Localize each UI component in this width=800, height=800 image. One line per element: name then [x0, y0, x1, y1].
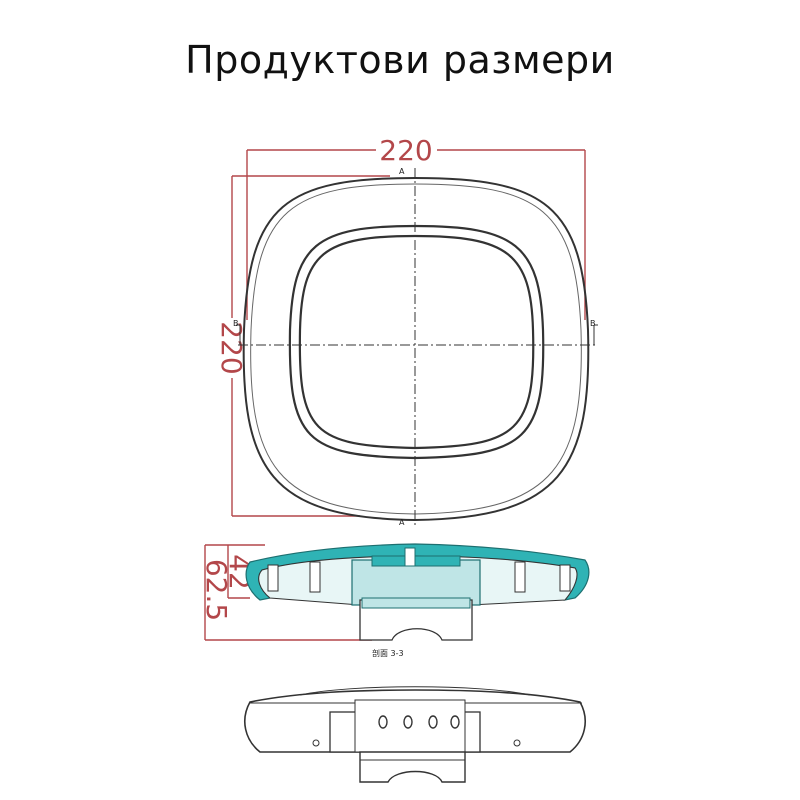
- hub-top-block: [371, 555, 461, 567]
- section-view: 42 62.5 剖面 3-3: [200, 543, 590, 658]
- front-holes: [378, 715, 460, 729]
- section-marker-b-left: [236, 324, 241, 345]
- side-height-dimensions: [204, 544, 372, 641]
- height-label: 220: [215, 321, 248, 374]
- width-label: 220: [379, 134, 432, 167]
- section-base: [359, 599, 473, 641]
- front-screw-right: [513, 739, 521, 747]
- front-base: [359, 751, 466, 783]
- marker-b-left: B: [233, 319, 239, 328]
- front-screw-left: [312, 739, 320, 747]
- marker-a-top: A: [399, 167, 405, 176]
- marker-b-right: B: [590, 319, 596, 328]
- section-ribs: [267, 561, 571, 593]
- outer-rim: [242, 176, 590, 522]
- page-title: Продуктови размери: [185, 38, 615, 82]
- front-view: [244, 686, 586, 783]
- top-view: 220 220 A A B B: [215, 134, 598, 527]
- inner-opening: [288, 224, 545, 460]
- section-marker-b-right: [593, 324, 598, 345]
- section-caption: 剖面 3-3: [372, 648, 404, 658]
- hub-slot: [404, 547, 416, 567]
- height-dimension: [231, 175, 390, 517]
- front-top-curve: [299, 686, 531, 696]
- marker-a-bottom: A: [399, 518, 405, 527]
- side-height-b-label: 62.5: [200, 559, 233, 621]
- base-band: [361, 597, 471, 609]
- inner-opening-inner: [298, 234, 535, 450]
